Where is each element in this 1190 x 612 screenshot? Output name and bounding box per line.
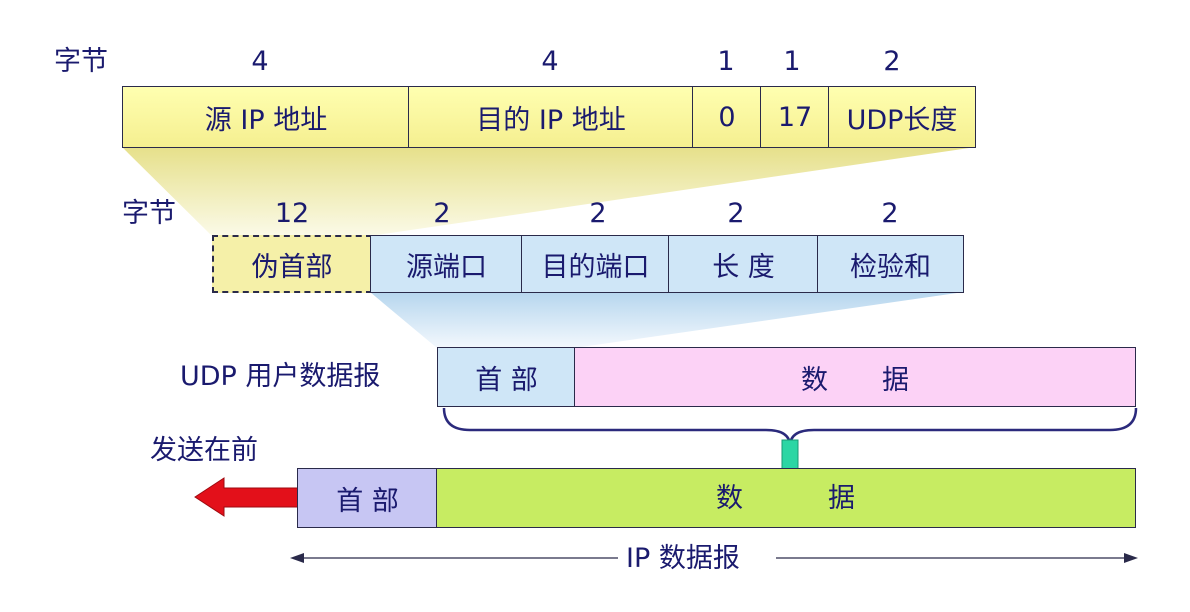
byte-count-src-port: 2 — [433, 198, 451, 229]
field-zero: 0 — [692, 86, 762, 148]
field-src-ip: 源 IP 地址 — [122, 86, 410, 148]
field-protocol: 17 — [760, 86, 830, 148]
field-src-port: 源端口 — [370, 235, 523, 293]
udp-datagram-header: 首 部 — [437, 347, 576, 407]
bytes-label-row2: 字节 — [122, 198, 176, 229]
field-dst-port: 目的端口 — [521, 235, 670, 293]
udp-datagram-data: 数 据 — [574, 347, 1136, 407]
ip-datagram-label: IP 数据报 — [626, 543, 740, 574]
span-right-arrowhead-icon — [1124, 553, 1138, 563]
byte-count-dst-ip: 4 — [541, 46, 559, 77]
ip-datagram-data-right: 据 — [828, 483, 855, 514]
field-dst-ip: 目的 IP 地址 — [408, 86, 694, 148]
field-pseudo-header: 伪首部 — [212, 235, 372, 293]
ip-datagram-header: 首 部 — [297, 468, 438, 528]
byte-count-protocol: 1 — [783, 46, 801, 77]
byte-count-src-ip: 4 — [251, 46, 269, 77]
bytes-label-row1: 字节 — [54, 46, 108, 77]
left-arrow-icon — [194, 477, 299, 517]
ip-datagram-data — [436, 468, 1136, 528]
ip-datagram-data-left: 数 — [716, 483, 743, 514]
pseudo-header-projection — [122, 147, 976, 236]
field-length: 长 度 — [668, 235, 819, 293]
send-first-label: 发送在前 — [150, 435, 258, 466]
span-left-arrowhead-icon — [290, 553, 304, 563]
field-udp-length: UDP长度 — [828, 86, 976, 148]
byte-count-dst-port: 2 — [589, 198, 607, 229]
byte-count-length: 2 — [727, 198, 745, 229]
byte-count-zero: 1 — [717, 46, 735, 77]
udp-datagram-label: UDP 用户数据报 — [180, 361, 381, 392]
udp-header-projection — [370, 292, 964, 348]
byte-count-pseudo-header: 12 — [274, 198, 310, 229]
byte-count-checksum: 2 — [881, 198, 899, 229]
byte-count-udp-length: 2 — [883, 46, 901, 77]
field-checksum: 检验和 — [817, 235, 964, 293]
